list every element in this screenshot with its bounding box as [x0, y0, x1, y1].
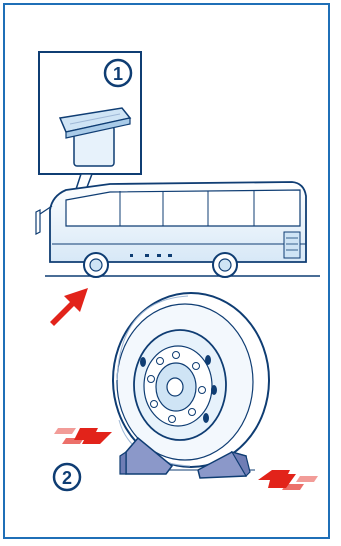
step-1-badge: 1	[105, 60, 131, 86]
coach-bus-icon	[36, 182, 320, 277]
step-2-badge: 2	[54, 464, 80, 490]
arrow-push-left-icon	[54, 428, 112, 444]
arrow-push-right-icon	[258, 470, 318, 490]
arrow-to-wheel-icon	[50, 288, 88, 326]
step-2-number: 2	[62, 468, 72, 488]
step-1-number: 1	[113, 64, 123, 84]
